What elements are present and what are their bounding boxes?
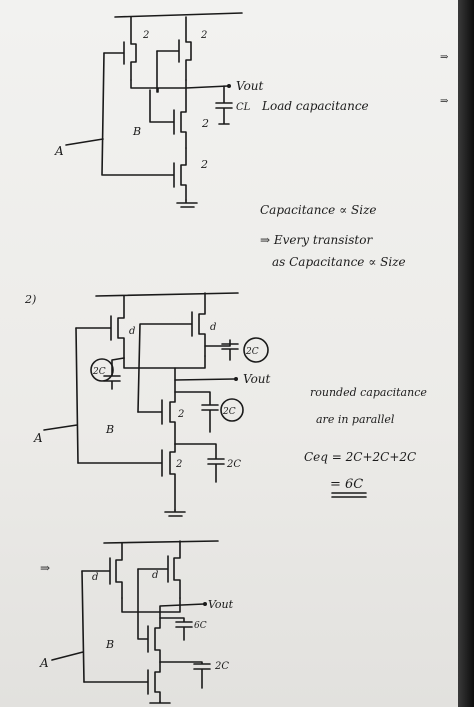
c2-ground	[164, 509, 186, 517]
out-node	[185, 85, 229, 89]
c2-result-underline	[331, 492, 367, 498]
ground-1	[176, 199, 198, 208]
c3-pmos-left	[81, 542, 123, 599]
c2-marker: 2)	[24, 293, 36, 306]
circuit-1	[65, 12, 243, 208]
pmos-join	[130, 79, 187, 93]
c2-pmos-left	[75, 295, 125, 359]
c3-marker: ⇒	[40, 561, 50, 575]
c2-input-a: A	[33, 431, 43, 445]
note-capacitance-size: Capacitance ∝ Size	[260, 203, 377, 217]
c1-load-note: Load capacitance	[261, 99, 369, 113]
c2-out-wire	[174, 367, 235, 381]
c2-cap-bot	[174, 443, 225, 483]
c2-size-top-left: d	[129, 326, 135, 337]
c2-equation: Ceq = 2C+2C+2C	[304, 450, 416, 464]
c1-size-mid: 2	[201, 117, 209, 130]
c3-vdd-rail	[103, 540, 219, 544]
margin-mark-2: ⇒	[440, 96, 449, 107]
c2-pmos-join	[123, 355, 206, 369]
nmos-mid	[149, 87, 187, 149]
c2-note-rounded: rounded capacitance	[310, 386, 427, 399]
c2-size-top-right: d	[210, 322, 216, 333]
c2-size-bot: 2	[175, 459, 182, 470]
page-edge-shadow	[458, 0, 474, 707]
c2-input-b: B	[105, 423, 114, 436]
c2-cap-mid	[174, 391, 219, 433]
c3-nmos-mid	[137, 568, 161, 663]
c3-vout-label: Vout	[208, 598, 234, 611]
c3-input-b: B	[105, 638, 114, 651]
c2-cap-mid-label: 2C	[222, 407, 236, 417]
c2-cap-right-label: 2C	[245, 347, 259, 357]
vdd-rail	[114, 12, 243, 18]
load-cap	[215, 85, 233, 125]
c1-cap-label: CL	[236, 102, 251, 113]
c3-input-a: A	[39, 656, 49, 670]
c2-note-parallel: are in parallel	[316, 413, 395, 426]
pmos-left	[103, 16, 137, 81]
input-a-wire	[65, 52, 105, 176]
pmos-right	[156, 16, 192, 81]
c2-vout-label: Vout	[243, 372, 271, 386]
c2-size-mid: 2	[177, 409, 184, 420]
c1-input-b: B	[132, 125, 141, 138]
c3-cap-mid-label: 6C	[194, 621, 207, 631]
c2-vdd-rail	[95, 292, 239, 297]
c3-nmos-bot	[83, 661, 161, 703]
c2-cap-mid-circle	[220, 398, 244, 422]
c3-input-a-wire	[51, 570, 85, 683]
c2-input-a-wire	[43, 327, 79, 464]
c1-size-top-left: 2	[142, 30, 149, 41]
c2-nmos-bot	[77, 443, 176, 511]
circuit-3	[51, 540, 219, 704]
c1-size-top-right: 2	[200, 30, 207, 41]
c3-vout-node-dot	[203, 602, 207, 606]
c3-ground	[149, 701, 171, 704]
c2-cap-left-label: 2C	[92, 367, 106, 377]
c3-cap-mid	[159, 617, 193, 641]
c3-cap-bot-label: 2C	[214, 661, 229, 672]
margin-mark-1: ⇒	[440, 52, 449, 63]
note-every-transistor: ⇒ Every transistor	[260, 233, 373, 247]
c1-input-a: A	[54, 144, 64, 158]
c2-cap-right	[204, 339, 239, 361]
c3-pmos-right	[137, 540, 181, 599]
c2-result: = 6C	[330, 477, 363, 492]
c2-nmos-mid	[137, 379, 176, 445]
c2-cap-left-circle	[90, 358, 114, 382]
c2-cap-bot-label: 2C	[226, 459, 241, 470]
c2-vout-node-dot	[234, 377, 238, 381]
c3-size-top-right: d	[152, 570, 158, 581]
circuit-2	[43, 292, 239, 517]
c2-cap-left	[103, 357, 125, 390]
c1-vout-label: Vout	[236, 79, 264, 93]
nmos-bot	[102, 147, 187, 201]
c1-size-bot: 2	[200, 158, 208, 171]
vout-node-dot	[227, 84, 231, 88]
c3-cap-bot	[159, 661, 211, 689]
c3-size-top-left: d	[92, 572, 98, 583]
c3-out-wire	[159, 603, 205, 613]
c2-cap-right-circle	[243, 337, 269, 363]
note-as-capacitance: as Capacitance ∝ Size	[272, 255, 406, 269]
c2-pmos-right	[137, 292, 206, 413]
